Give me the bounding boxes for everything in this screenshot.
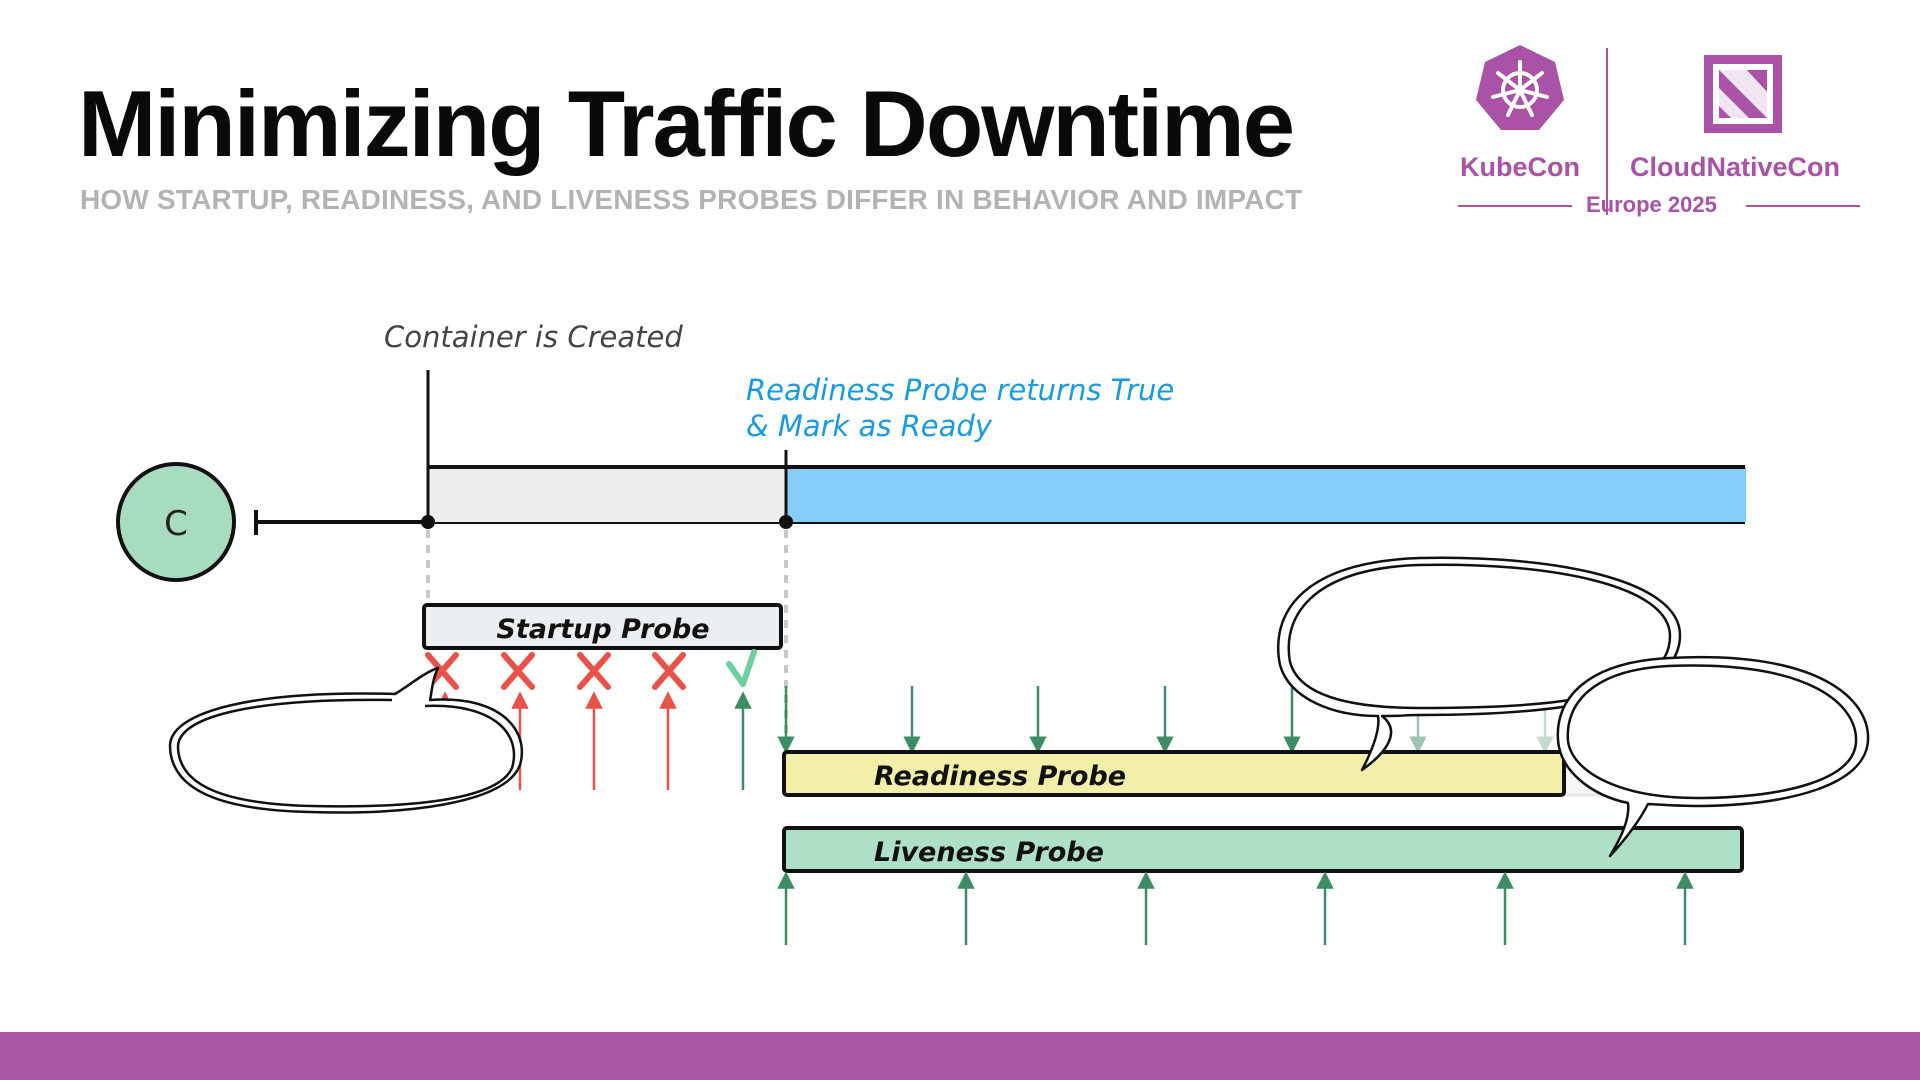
logo-cloudnativecon-text: CloudNativeCon [1630, 152, 1841, 182]
logo-event-text: Europe 2025 [1586, 192, 1717, 217]
liveness-probe-arrows [777, 871, 1694, 945]
speech-bubble-left [168, 666, 524, 814]
container-circle [116, 462, 236, 582]
kubernetes-icon [1476, 45, 1564, 130]
startup-success-check [726, 649, 757, 687]
cncf-icon [1704, 55, 1782, 133]
startup-probe-results [425, 649, 757, 690]
container-created-label: Container is Created [384, 320, 683, 354]
kubecon-logo-graphic [1458, 45, 1860, 215]
slide-title: Minimizing Traffic Downtime [78, 71, 1295, 176]
slide-subtitle: HOW STARTUP, READINESS, AND LIVENESS PRO… [80, 184, 1303, 215]
footer-bar [0, 1032, 1920, 1080]
container-created-dot [421, 515, 435, 529]
startup-fail-2 [501, 652, 535, 690]
container-label: C [164, 504, 188, 544]
kubecon-logo: KubeCon CloudNativeCon Europe 2025 [1450, 40, 1870, 230]
speech-bubble-right-bottom [1556, 655, 1870, 858]
startup-fail-4 [652, 652, 686, 690]
ready-label-line2: & Mark as Ready [746, 409, 993, 443]
liveness-probe-label: Liveness Probe [874, 837, 1104, 868]
logo-kubecon-text: KubeCon [1460, 152, 1580, 182]
ready-phase-bar [786, 467, 1746, 522]
startup-probe-label: Startup Probe [496, 614, 709, 645]
liveness-probe-bar [782, 826, 1744, 873]
startup-fail-3 [577, 652, 611, 690]
ready-label-line1: Readiness Probe returns True [746, 373, 1174, 407]
pending-phase-bar [428, 467, 786, 522]
ready-dot [779, 515, 793, 529]
readiness-probe-label: Readiness Probe [874, 761, 1126, 792]
startup-probe-bar [422, 603, 783, 650]
speech-bubble-right-top [1276, 556, 1682, 772]
